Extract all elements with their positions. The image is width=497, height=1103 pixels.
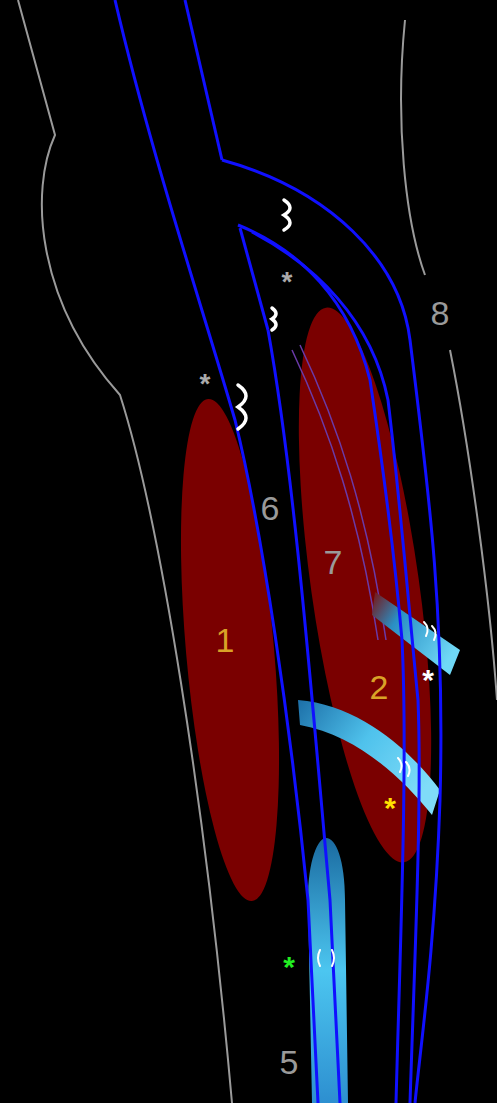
asterisk-marker: * [422, 665, 434, 695]
callout-number: 5 [280, 1045, 299, 1079]
vein-wall [115, 0, 441, 1103]
callout-number: 1 [216, 623, 235, 657]
asterisk-marker: * [384, 793, 396, 823]
callout-number: 7 [324, 545, 343, 579]
callout-number: 8 [431, 296, 450, 330]
perforator-valve [318, 622, 436, 966]
asterisk-marker: * [200, 370, 211, 398]
limb-outline [18, 0, 497, 1103]
vein-valve [238, 200, 290, 429]
callout-number: 2 [370, 670, 389, 704]
asterisk-marker: * [282, 268, 293, 296]
callout-number: 6 [261, 491, 280, 525]
perforator-vein [372, 592, 460, 675]
asterisk-marker: * [283, 952, 295, 982]
